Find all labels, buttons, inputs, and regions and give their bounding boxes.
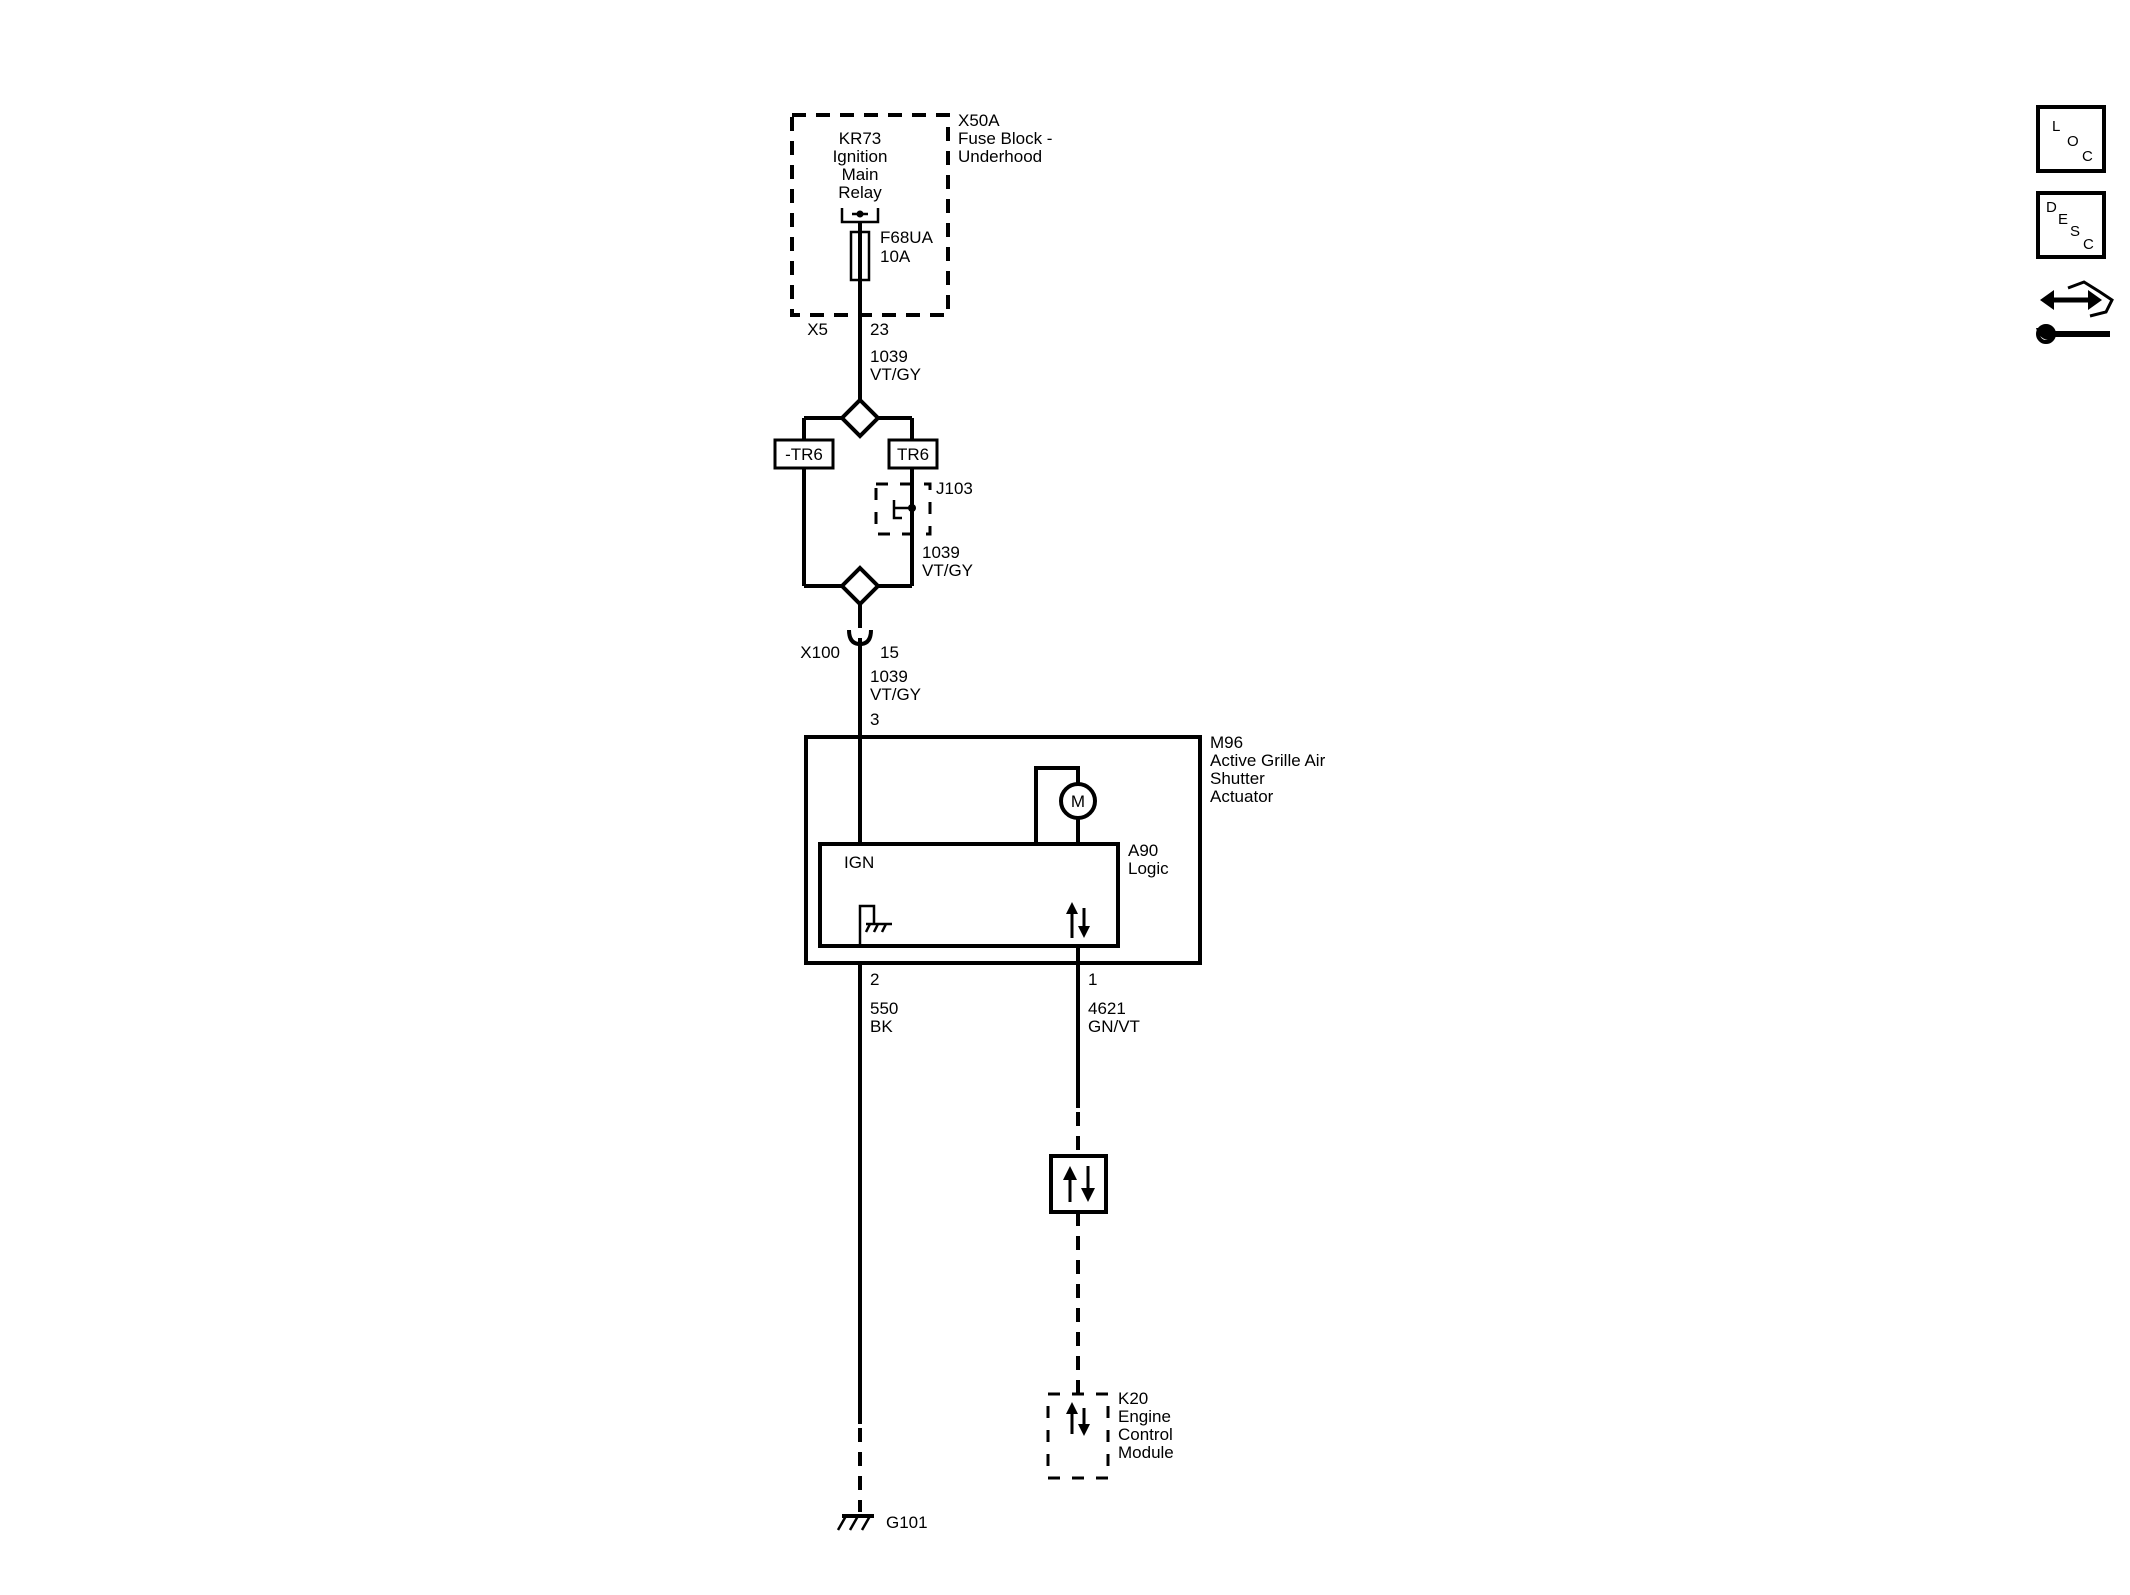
fuse-rating: 10A	[880, 247, 911, 266]
loc-button[interactable]: L O C	[2036, 105, 2106, 173]
actuator-line3: Actuator	[1210, 787, 1274, 806]
fuse-block-x50a: X50A Fuse Block - Underhood	[790, 111, 1052, 317]
ground-g101: G101	[836, 1513, 928, 1532]
desc-letter-s: S	[2070, 223, 2080, 240]
wire-mid-color: VT/GY	[922, 561, 973, 580]
actuator-line1: Active Grille Air	[1210, 751, 1326, 770]
serial-data-wrench-icon[interactable]	[2036, 280, 2114, 344]
relay-kr73: KR73 Ignition Main Relay	[833, 129, 888, 224]
x100-pin: 15	[880, 643, 899, 662]
fuse-id: F68UA	[880, 228, 934, 247]
wire-4621-gnvt: 1 4621 GN/VT	[1076, 946, 1140, 1156]
fuse-block-name-1: Fuse Block -	[958, 129, 1052, 148]
option-pos-label: TR6	[897, 445, 929, 464]
actuator-line2: Shutter	[1210, 769, 1265, 788]
loc-letter-l: L	[2052, 118, 2060, 135]
logic-name: Logic	[1128, 859, 1169, 878]
ecm-line3: Module	[1118, 1443, 1174, 1462]
ecm-id: K20	[1118, 1389, 1148, 1408]
actuator-pin-3: 3	[870, 710, 879, 729]
logic-ign-label: IGN	[844, 853, 874, 872]
fuse-block-id: X50A	[958, 111, 1000, 130]
wire-top-circuit: 1039	[870, 347, 908, 366]
x5-pin: 23	[870, 320, 889, 339]
connector-x100: X100 15	[800, 604, 899, 662]
wire-550-bk: 2 550 BK	[858, 963, 898, 1512]
wire-low-color: VT/GY	[870, 685, 921, 704]
actuator-id: M96	[1210, 733, 1243, 752]
x100-id: X100	[800, 643, 840, 662]
fuse-f68ua: F68UA 10A	[849, 222, 934, 282]
desc-letter-e: E	[2058, 211, 2068, 228]
relay-line2: Main	[842, 165, 879, 184]
logic-a90: IGN A90 Logic	[818, 841, 1169, 948]
ecm-k20: K20 Engine Control Module	[1046, 1389, 1174, 1480]
actuator-m96: M96 Active Grille Air Shutter Actuator M…	[804, 733, 1326, 965]
loc-letter-c: C	[2082, 148, 2093, 165]
ecm-line1: Engine	[1118, 1407, 1171, 1426]
jumper-id: J103	[936, 479, 973, 498]
relay-line1: Ignition	[833, 147, 888, 166]
wire-top-color: VT/GY	[870, 365, 921, 384]
motor: M	[1034, 766, 1097, 844]
desc-letter-d: D	[2046, 199, 2057, 216]
wire-mid-circuit: 1039	[922, 543, 960, 562]
option-neg-tr6: -TR6	[773, 438, 835, 470]
wire-low-circuit: 1039	[870, 667, 908, 686]
jumper-icon	[892, 500, 902, 520]
ground-id: G101	[886, 1513, 928, 1532]
desc-button[interactable]: D E S C	[2036, 191, 2106, 259]
option-pos-tr6: TR6	[887, 438, 939, 470]
ground-color: BK	[870, 1017, 893, 1036]
motor-symbol: M	[1071, 792, 1085, 811]
x5-connector-id: X5	[807, 320, 828, 339]
ground-circuit: 550	[870, 999, 898, 1018]
internal-ground-wire	[858, 904, 876, 946]
chassis-ground-icon	[864, 922, 892, 933]
logic-id: A90	[1128, 841, 1158, 860]
serial-data-link	[1049, 1154, 1108, 1214]
signal-circuit: 4621	[1088, 999, 1126, 1018]
ground-pin: 2	[870, 970, 879, 989]
serial-data-arrows-icon	[1066, 902, 1090, 938]
relay-id: KR73	[839, 129, 882, 148]
signal-pin: 1	[1088, 970, 1097, 989]
loc-letter-o: O	[2067, 133, 2079, 150]
jumper-j103: J103	[874, 479, 973, 536]
splice-upper	[802, 397, 914, 440]
option-neg-label: -TR6	[785, 445, 823, 464]
signal-color: GN/VT	[1088, 1017, 1140, 1036]
splice-lower	[804, 565, 912, 607]
ecm-line2: Control	[1118, 1425, 1173, 1444]
fuse-block-name-2: Underhood	[958, 147, 1042, 166]
desc-letter-c: C	[2083, 236, 2094, 253]
relay-line3: Relay	[838, 183, 882, 202]
